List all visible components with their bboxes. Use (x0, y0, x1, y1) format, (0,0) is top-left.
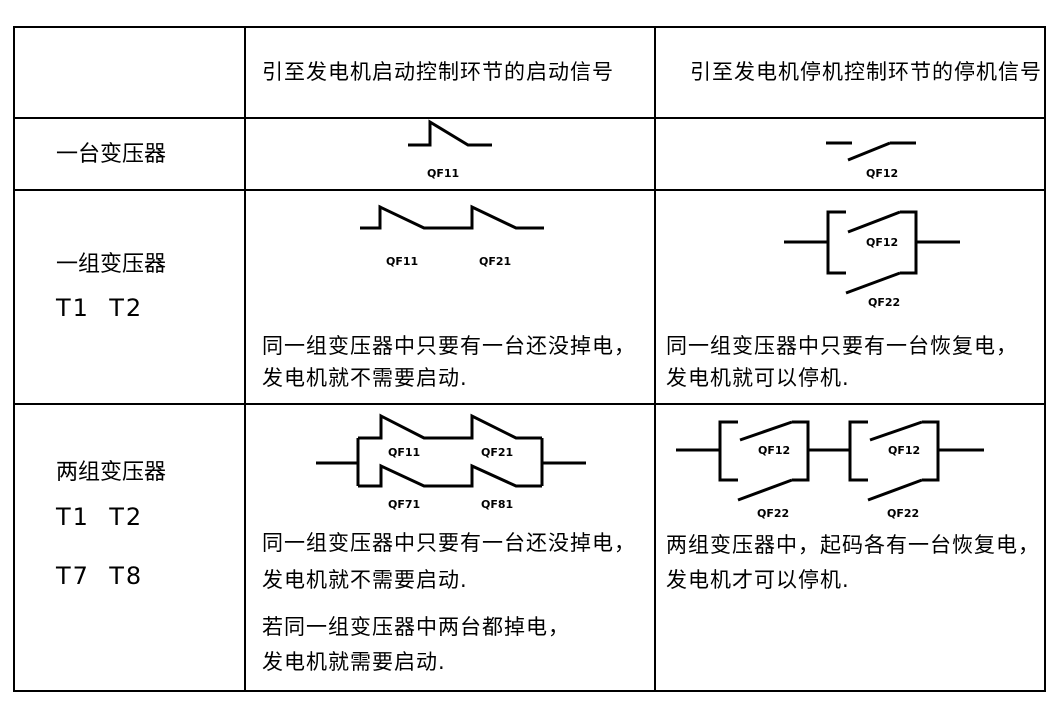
start-breaker-label: QF21 (481, 446, 513, 459)
transformer-tags: T1 T2 (56, 294, 144, 322)
start-breaker-label: QF11 (427, 167, 459, 180)
start-note-line: 同一组变压器中只要有一台还没掉电， (262, 334, 636, 358)
stop-note-line: 同一组变压器中只要有一台恢复电， (666, 334, 1018, 358)
stop-breaker-label: QF22 (868, 296, 900, 309)
start-note-line: 发电机就不需要启动. (262, 568, 468, 592)
start-breaker-label: QF11 (386, 255, 418, 268)
start-contacts-row3 (316, 413, 586, 488)
start-note-line: 若同一组变压器中两台都掉电， (262, 615, 570, 639)
start-breaker-label: QF71 (388, 498, 420, 511)
start-contacts-row2 (360, 204, 544, 230)
start-note-line: 发电机就不需要启动. (262, 366, 468, 390)
stop-breaker-label: QF22 (887, 507, 919, 520)
stop-contacts-row3 (676, 420, 984, 502)
stop-note-line: 发电机就可以停机. (666, 366, 850, 390)
row-label-two-groups: 两组变压器 (56, 460, 167, 485)
start-note-line: 发电机就需要启动. (262, 650, 446, 674)
header-start-signal: 引至发电机启动控制环节的启动信号 (262, 60, 614, 84)
start-breaker-label: QF21 (479, 255, 511, 268)
start-breaker-label: QF11 (388, 446, 420, 459)
start-breaker-label: QF81 (481, 498, 513, 511)
start-note-line: 同一组变压器中只要有一台还没掉电， (262, 531, 636, 555)
stop-note-line: 两组变压器中，起码各有一台恢复电， (666, 533, 1040, 557)
row-label-one-group: 一组变压器 (56, 252, 167, 277)
row-label-single: 一台变压器 (56, 142, 167, 167)
stop-breaker-label: QF12 (758, 444, 790, 457)
stop-contacts-row2 (784, 210, 960, 295)
stop-breaker-label: QF22 (757, 507, 789, 520)
stop-note-line: 发电机才可以停机. (666, 568, 850, 592)
start-contact-row1 (408, 119, 492, 147)
stop-breaker-label: QF12 (888, 444, 920, 457)
transformer-tags: T1 T2 (56, 503, 144, 531)
transformer-tags: T7 T8 (56, 562, 144, 590)
stop-breaker-label: QF12 (866, 236, 898, 249)
header-stop-signal: 引至发电机停机控制环节的停机信号 (690, 60, 1042, 84)
stop-breaker-label: QF12 (866, 167, 898, 180)
stop-contact-row1 (826, 141, 916, 162)
